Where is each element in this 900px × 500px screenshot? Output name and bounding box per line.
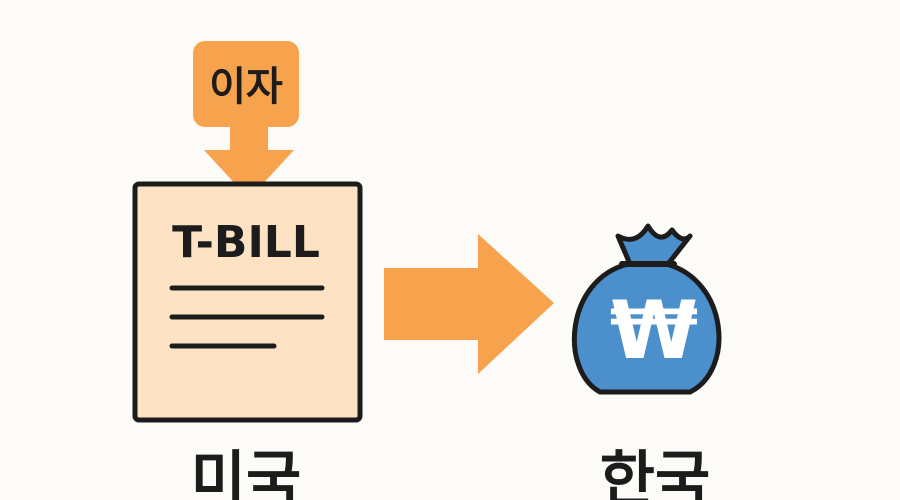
usa-label: 미국	[191, 445, 301, 500]
money-bag-body	[571, 261, 722, 395]
interest-down-arrow	[204, 120, 294, 199]
document-title: T-BILL	[172, 217, 320, 268]
interest-callout: 이자	[193, 41, 299, 199]
treasury-bill-document: T-BILL	[132, 181, 363, 423]
money-bag: ₩	[571, 223, 722, 395]
won-sign-icon: ₩	[610, 284, 698, 377]
korea-label: 한국	[600, 445, 710, 500]
money-bag-top	[615, 223, 693, 267]
interest-tag	[193, 41, 299, 127]
document-page	[132, 181, 363, 423]
interest-label: 이자	[209, 64, 283, 110]
transfer-right-arrow	[384, 234, 554, 374]
